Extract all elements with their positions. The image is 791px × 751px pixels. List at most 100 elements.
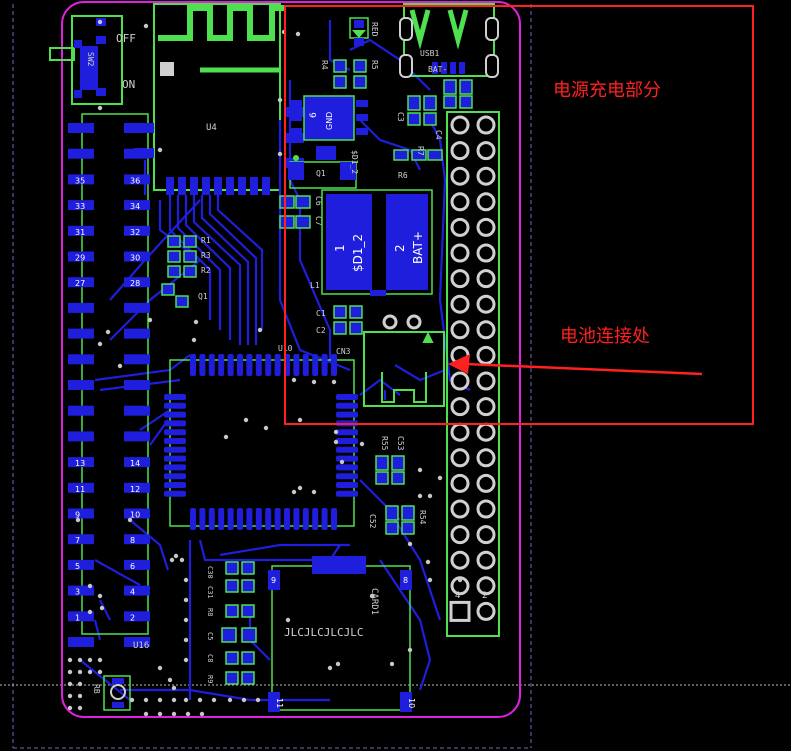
label-r5: R5	[370, 60, 379, 70]
label-c7: C7	[314, 216, 323, 226]
chip-pad	[227, 508, 234, 530]
via	[97, 19, 103, 25]
via	[129, 697, 135, 703]
via	[169, 557, 175, 563]
header-pin-label: 13	[75, 459, 85, 468]
chip-pad	[237, 508, 243, 530]
wifi-antenna	[158, 5, 285, 41]
charger-ic	[290, 95, 368, 141]
via	[179, 557, 185, 563]
chip-pad	[218, 508, 225, 530]
label-ic-gnd: GND	[325, 112, 334, 130]
via	[285, 617, 291, 623]
label-card-pin-10: 10	[407, 698, 416, 708]
via	[297, 417, 303, 423]
via	[97, 657, 103, 663]
label-r9: R9	[206, 675, 214, 683]
label-card-pin-9: 9	[271, 576, 276, 585]
header-pad	[68, 405, 94, 416]
header-pin-label: 12	[130, 485, 140, 494]
via	[87, 609, 93, 615]
header-pin	[476, 371, 496, 391]
label-c6: C6	[314, 196, 323, 206]
chip-pad	[255, 354, 262, 376]
via	[359, 441, 365, 447]
chip-pad	[302, 354, 309, 376]
label-l1-pad2: 2	[393, 244, 407, 252]
header-pad	[124, 328, 150, 339]
header-pad	[124, 277, 150, 288]
header-pin	[476, 499, 496, 519]
via	[99, 605, 105, 611]
label-usb1: USB1	[420, 49, 439, 58]
header-pad	[68, 534, 94, 545]
via	[199, 711, 205, 717]
label-r54: R54	[418, 510, 427, 525]
mount-pads	[382, 314, 422, 330]
chip-pad	[164, 420, 186, 427]
chip-pad	[336, 446, 358, 453]
via	[143, 697, 149, 703]
header-pin-label: 1	[75, 613, 80, 622]
label-c31: C31	[206, 586, 214, 599]
vias	[67, 19, 463, 717]
header-pad	[68, 482, 94, 493]
card1-slot	[268, 556, 412, 712]
header-pin-label: 14	[130, 459, 140, 468]
header-pin	[476, 448, 496, 468]
label-rb: RB	[92, 684, 101, 694]
via	[127, 517, 133, 523]
chip-pad	[265, 508, 272, 530]
header-pin-label: 11	[75, 485, 85, 494]
header-pin	[476, 601, 496, 621]
caps-c3-c4	[393, 79, 473, 161]
via	[407, 541, 413, 547]
header-pin-label: 29	[75, 254, 85, 263]
header-right-outline	[446, 111, 500, 637]
header-pin	[476, 473, 496, 493]
chip-pad	[164, 394, 186, 400]
header-pad	[124, 380, 150, 390]
header-pin	[476, 294, 496, 314]
header-pin	[476, 115, 496, 135]
via	[67, 657, 73, 663]
via	[369, 593, 375, 599]
header-pin	[450, 115, 470, 135]
guide-lines	[0, 4, 791, 749]
label-c5: C5	[206, 632, 214, 640]
via	[407, 647, 413, 653]
chip-pad	[265, 354, 272, 376]
resistors-r4-r5	[333, 59, 367, 89]
button-rb	[103, 675, 131, 711]
via	[291, 489, 297, 495]
label-card1: CARD1	[369, 588, 379, 615]
chip-pad	[246, 508, 253, 530]
board-outline	[61, 1, 521, 718]
chip-pad	[336, 394, 358, 400]
label-card-pin-11: 11	[275, 698, 284, 708]
header-pin	[450, 320, 470, 340]
via	[171, 685, 177, 691]
label-card-pin-8: 8	[403, 576, 408, 585]
via	[67, 669, 73, 675]
label-pin-4: 4	[455, 591, 460, 601]
header-pad	[68, 225, 94, 236]
header-pin	[450, 269, 470, 289]
via	[277, 97, 283, 103]
header-pad	[124, 174, 150, 185]
via	[97, 669, 103, 675]
battery-connector-cn3	[363, 331, 445, 407]
header-pad	[124, 611, 150, 622]
label-r2: R2	[201, 266, 211, 275]
header-pin-label: 7	[75, 536, 80, 545]
label-ic-6: 6	[309, 112, 319, 118]
u4-module-outline	[153, 3, 281, 191]
header-pin-label: 33	[75, 202, 85, 211]
resistor-cluster	[161, 235, 197, 308]
header-pin-label: 34	[130, 202, 140, 211]
chip-pad	[164, 411, 186, 418]
header-pad	[124, 200, 150, 211]
annotation-power-section: 电源充电部分	[553, 80, 661, 101]
via	[417, 493, 423, 499]
chip-pad	[284, 508, 290, 530]
